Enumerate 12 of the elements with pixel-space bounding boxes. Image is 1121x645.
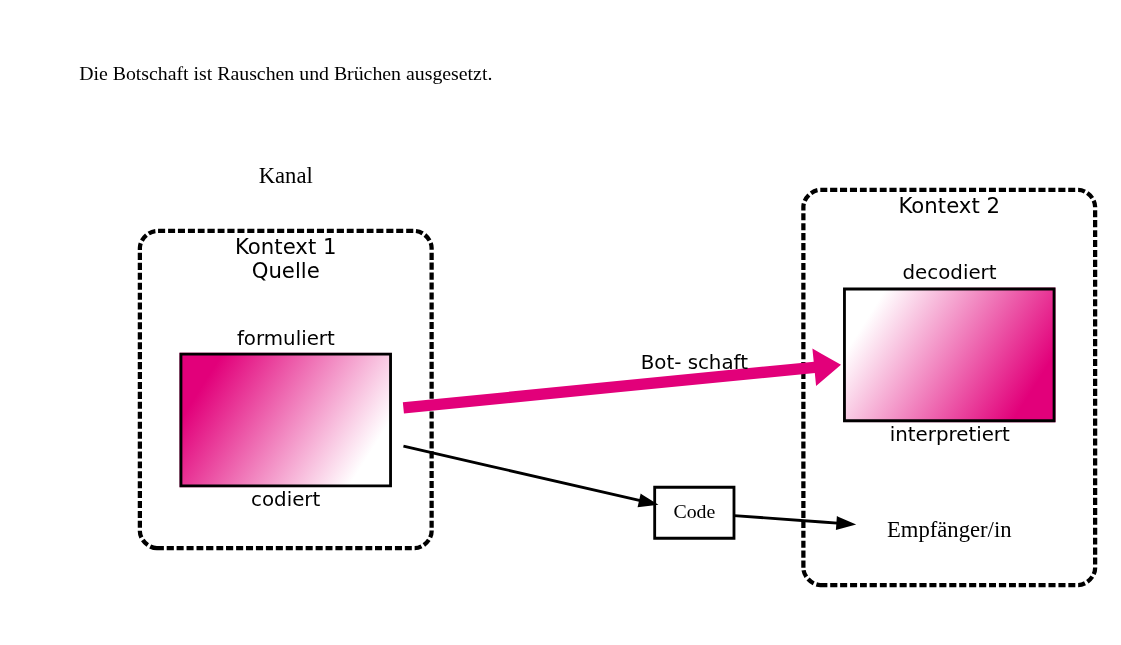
node-label: decodiert	[902, 260, 997, 284]
node-box: Code	[653, 485, 736, 540]
edge-label: Bot- schaft	[640, 350, 748, 374]
arrow	[733, 513, 857, 530]
arrow	[403, 444, 659, 507]
node-text: Empfänger/in	[887, 516, 1012, 542]
label: Die Botschaft ist Rauschen und Brüchen ausgesetzt.	[79, 61, 493, 84]
node-label: interpretiert	[889, 422, 1010, 446]
arrow	[402, 348, 841, 413]
node-label: codiert	[251, 487, 321, 511]
label: Kanal	[258, 162, 313, 188]
node-label: formuliert	[236, 326, 335, 350]
